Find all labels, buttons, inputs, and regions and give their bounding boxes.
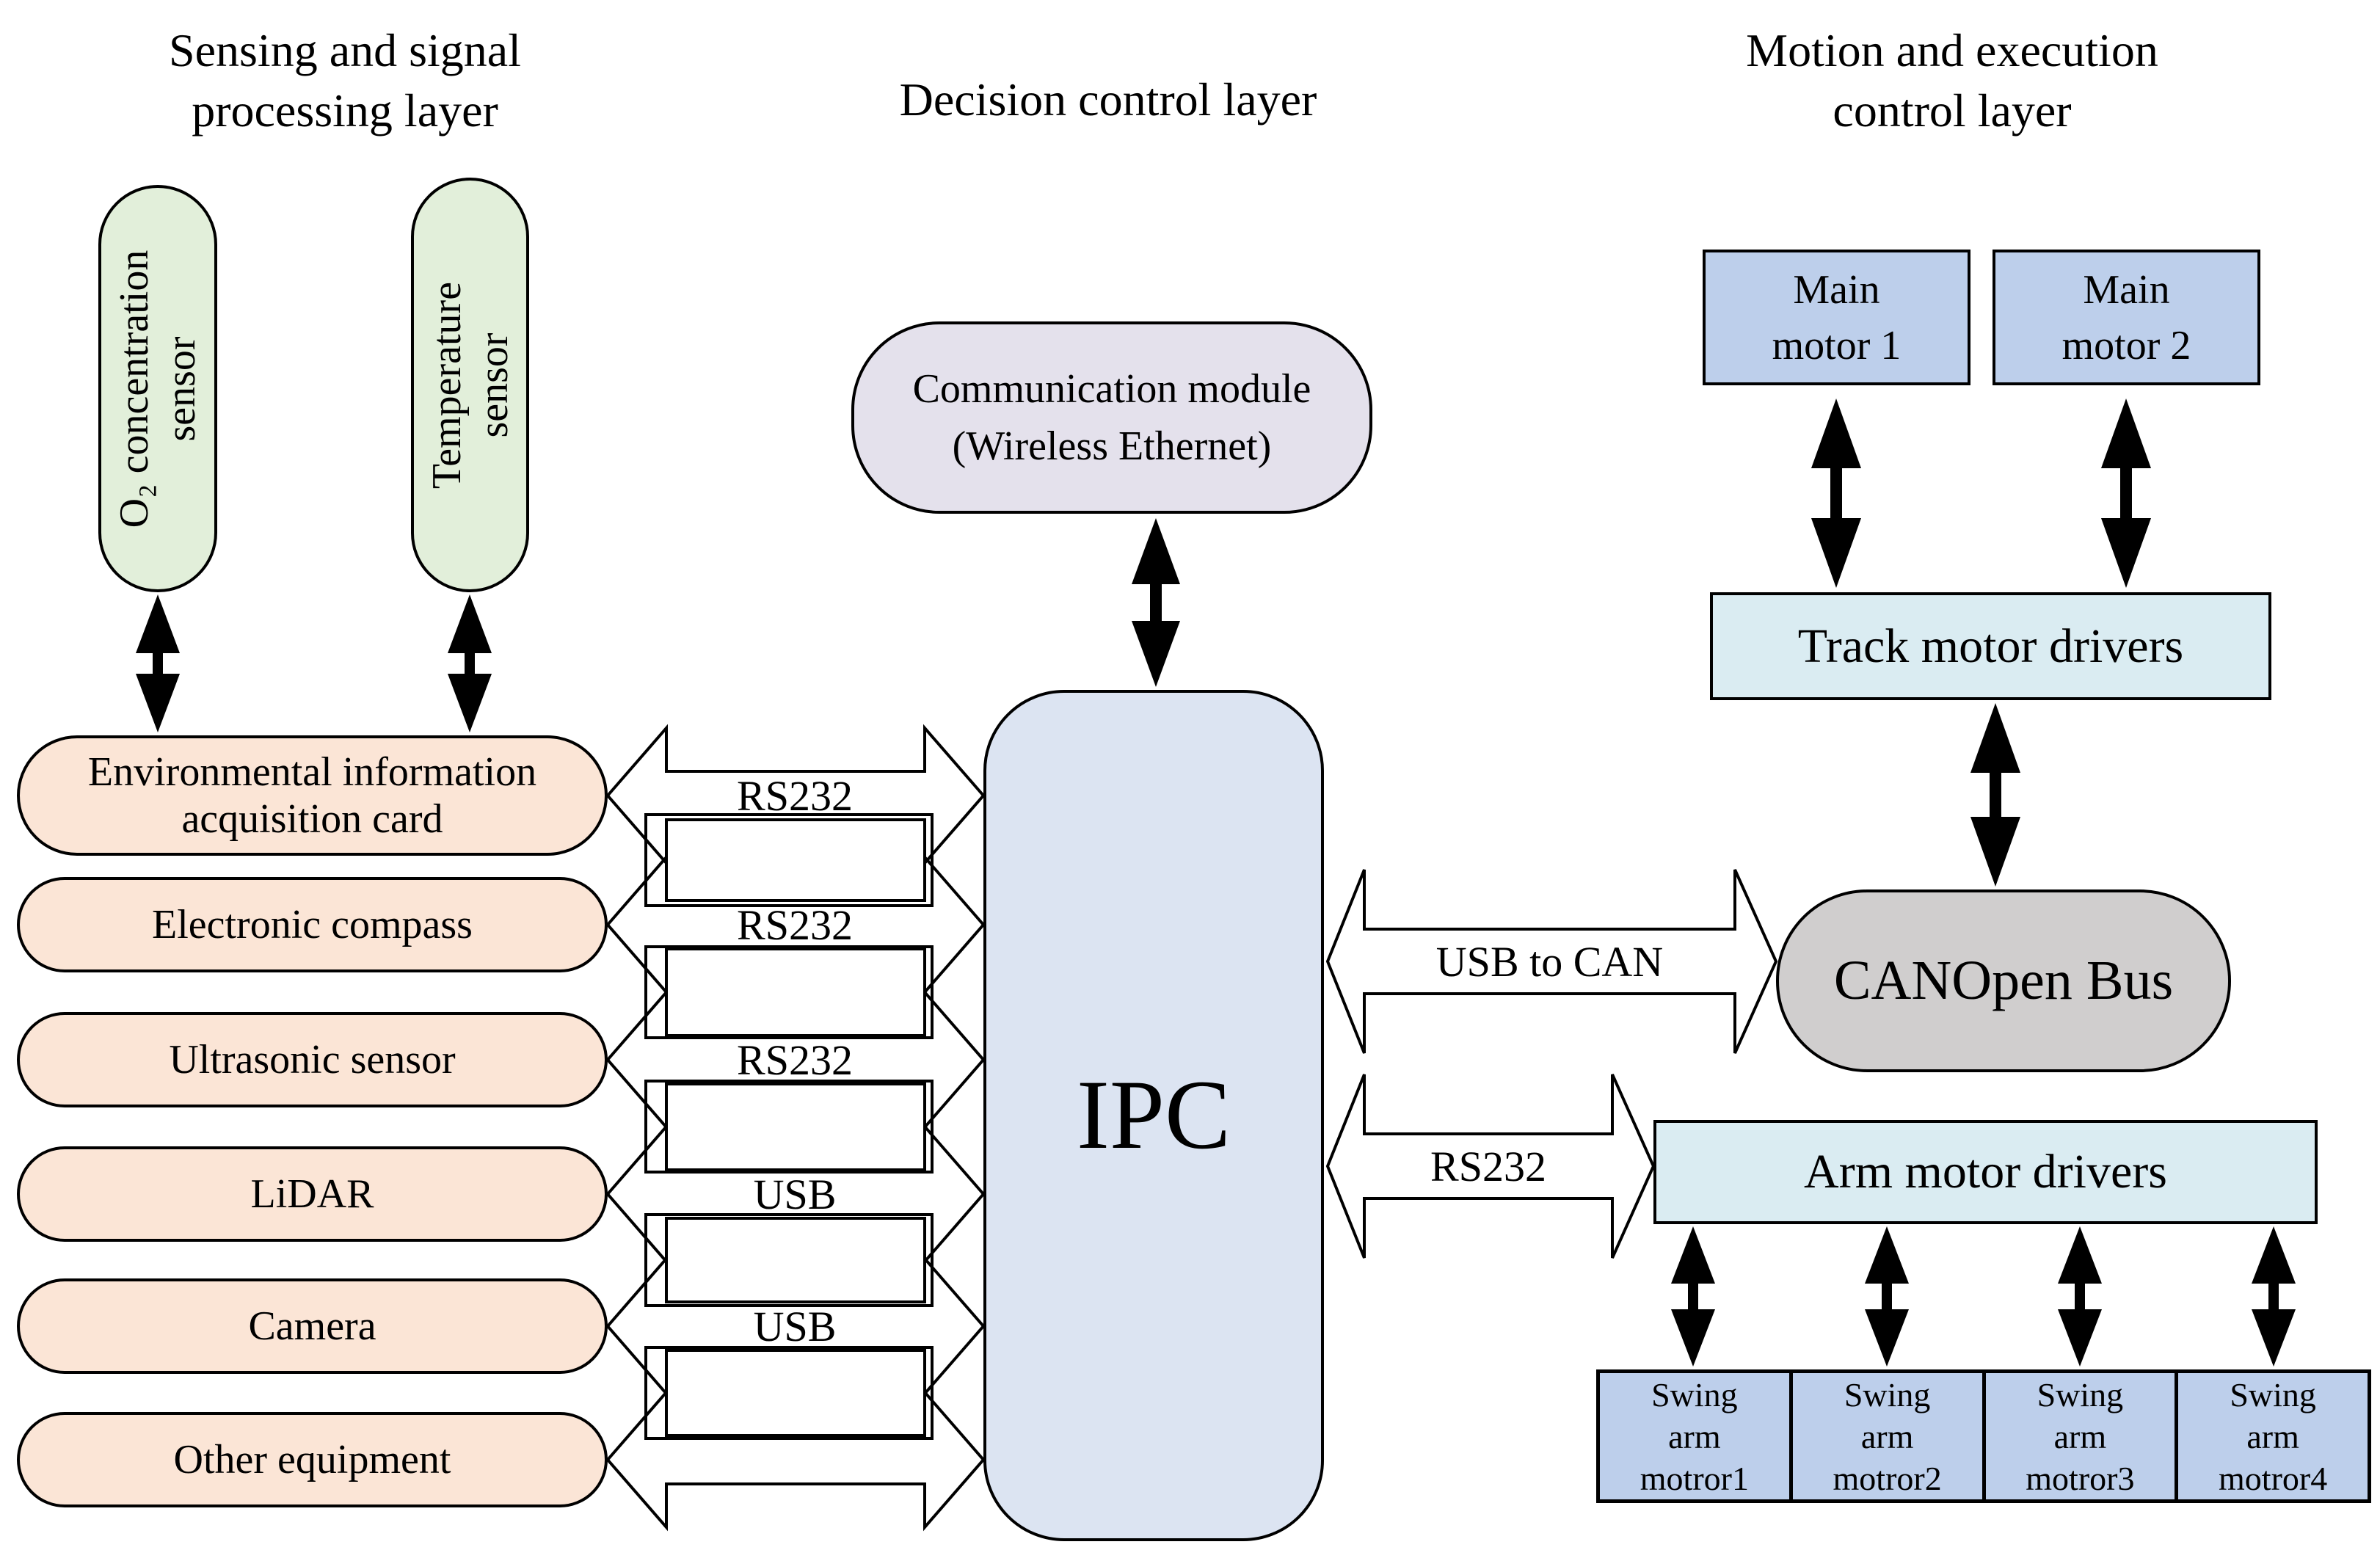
swing-motor-row: Swing arm motror1 Swing arm motror2 Swin… xyxy=(1596,1369,2371,1503)
bus-label-rs232-1: RS232 xyxy=(737,771,853,820)
bus-spacer-rect-3 xyxy=(644,1080,934,1174)
title-motion-line1: Motion and execution xyxy=(1746,24,2158,76)
bus-spacer-rect-4 xyxy=(644,1213,934,1307)
title-decision-layer: Decision control layer xyxy=(815,70,1402,130)
bus-label-rs232-3: RS232 xyxy=(737,1036,853,1084)
arrow-arm-swing-1 xyxy=(1671,1226,1715,1367)
swing-arm-motor-2-box: Swing arm motror2 xyxy=(1788,1373,1982,1499)
temperature-sensor-label: Temperature sensor xyxy=(423,281,517,489)
bus-label-usb-1: USB xyxy=(753,1170,837,1218)
o2-sensor-box: O₂ concentration sensor xyxy=(98,185,217,592)
arrow-arm-swing-2 xyxy=(1865,1226,1909,1367)
arrow-mainmotor2-track xyxy=(2101,399,2151,588)
bus-spacer-rect-1 xyxy=(644,813,934,907)
ipc-label: IPC xyxy=(1076,1060,1231,1171)
canopen-bus-box: CANOpen Bus xyxy=(1776,889,2231,1072)
swing-arm-motor-4-box: Swing arm motror4 xyxy=(2175,1373,2368,1499)
title-motion-line2: control layer xyxy=(1833,84,2072,137)
rs232-right-label: RS232 xyxy=(1430,1142,1546,1190)
env-acquisition-card-box: Environmental information acquisition ca… xyxy=(17,735,608,856)
communication-module-box: Communication module (Wireless Ethernet) xyxy=(851,321,1372,514)
title-motion-layer: Motion and execution control layer xyxy=(1659,21,2246,141)
arrow-mainmotor1-track xyxy=(1811,399,1861,588)
arrow-arm-swing-3 xyxy=(2058,1226,2102,1367)
usb-to-can-arrow xyxy=(1325,869,1778,1054)
arrow-temp-to-card xyxy=(448,594,492,732)
other-equipment-box: Other equipment xyxy=(17,1412,608,1507)
bus-spacer-rect-5 xyxy=(644,1346,934,1440)
swing-arm-motor-3-box: Swing arm motror3 xyxy=(1981,1373,2175,1499)
arm-motor-drivers-box: Arm motor drivers xyxy=(1653,1120,2318,1224)
main-motor-2-box: Main motor 2 xyxy=(1993,250,2260,385)
arrow-track-canopen xyxy=(1970,703,2020,887)
bus-spacer-rect-2 xyxy=(644,945,934,1039)
ipc-box: IPC xyxy=(983,690,1324,1541)
title-decision-line1: Decision control layer xyxy=(899,73,1317,125)
arrow-comm-to-ipc xyxy=(1132,518,1180,687)
usb-to-can-label: USB to CAN xyxy=(1435,937,1664,986)
title-sensing-line1: Sensing and signal xyxy=(169,24,521,76)
main-motor-1-box: Main motor 1 xyxy=(1703,250,1970,385)
o2-sensor-label: O₂ concentration sensor xyxy=(112,250,204,528)
swing-arm-motor-1-box: Swing arm motror1 xyxy=(1640,1375,1749,1497)
bus-label-rs232-2: RS232 xyxy=(737,900,853,949)
track-motor-drivers-box: Track motor drivers xyxy=(1710,592,2271,700)
lidar-box: LiDAR xyxy=(17,1146,608,1242)
title-sensing-layer: Sensing and signal processing layer xyxy=(51,21,638,141)
camera-box: Camera xyxy=(17,1278,608,1374)
arrow-o2-to-card xyxy=(136,594,180,732)
bus-label-usb-2: USB xyxy=(753,1302,837,1350)
temperature-sensor-box: Temperature sensor xyxy=(411,178,529,592)
arrow-arm-swing-4 xyxy=(2252,1226,2296,1367)
electronic-compass-box: Electronic compass xyxy=(17,877,608,972)
title-sensing-line2: processing layer xyxy=(192,84,498,137)
bus-label-empty xyxy=(663,1436,927,1484)
ultrasonic-sensor-box: Ultrasonic sensor xyxy=(17,1012,608,1107)
